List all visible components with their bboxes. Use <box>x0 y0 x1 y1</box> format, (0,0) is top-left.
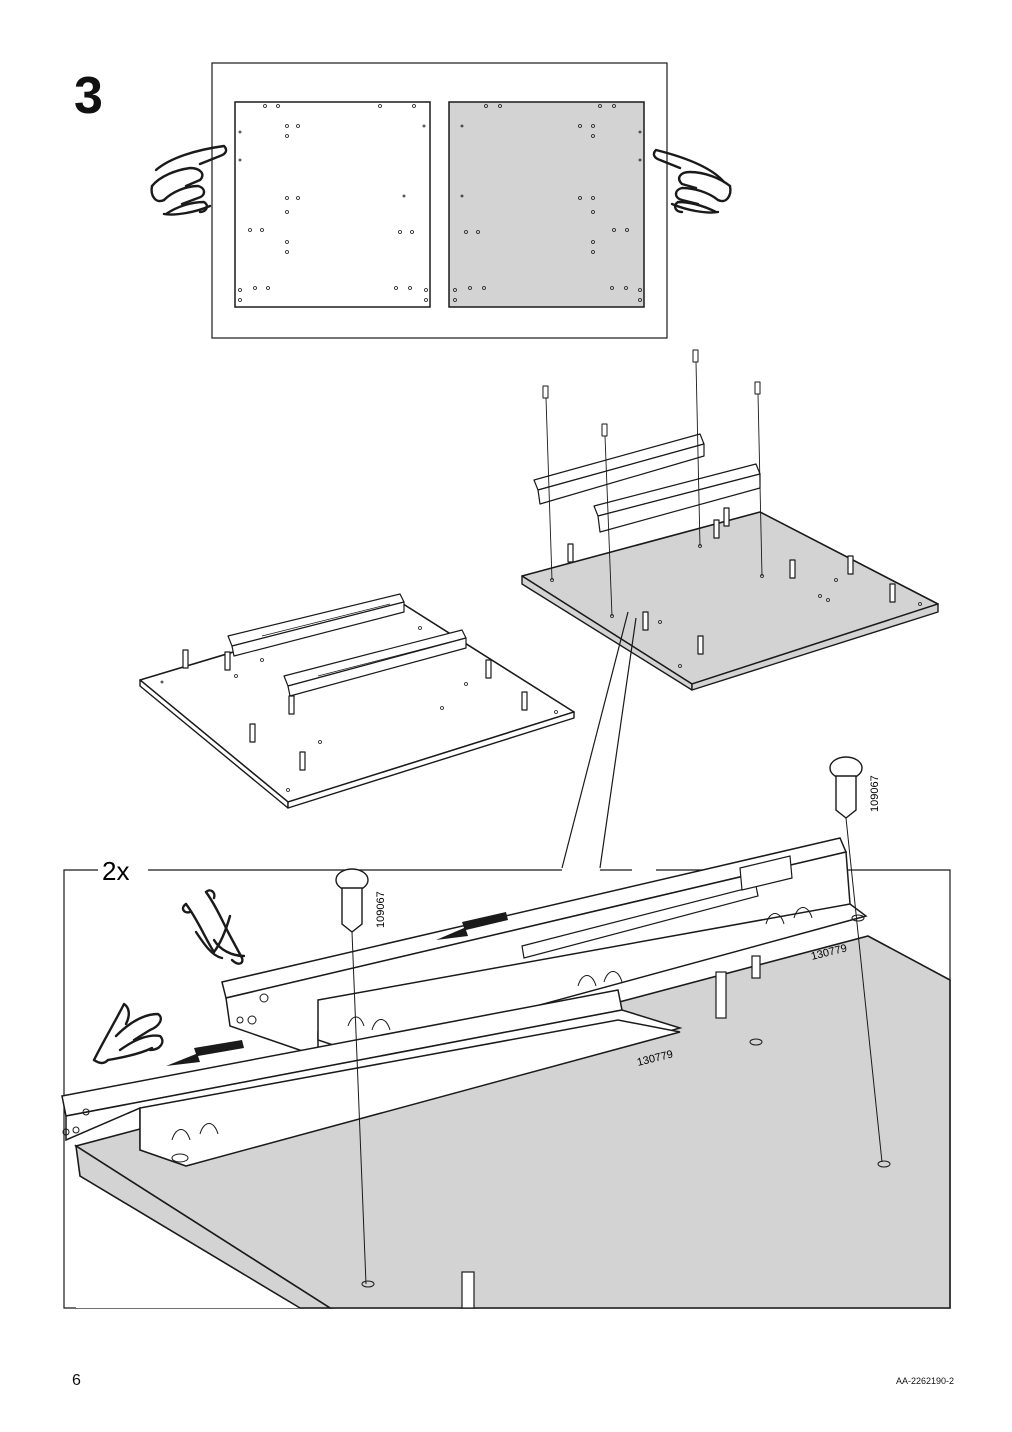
hand-pressing-icon <box>92 1002 164 1065</box>
page-number: 6 <box>72 1372 81 1389</box>
panel-white <box>234 101 431 308</box>
arrow-direction-icon <box>166 912 508 1066</box>
screw-part-number: 109067 <box>869 775 881 812</box>
grey-panel-assembly <box>521 349 939 869</box>
orientation-inset <box>150 62 732 339</box>
screw-icon <box>335 756 863 933</box>
hand-pointing-icon <box>181 889 246 965</box>
screw-part-number: 109067 <box>375 891 387 928</box>
step-number: 3 <box>74 67 103 125</box>
quantity-label: 2x <box>102 856 129 886</box>
panel-grey <box>448 101 645 308</box>
hand-pressing-icon <box>652 148 732 214</box>
document-code: AA-2262190-2 <box>896 1376 955 1386</box>
white-panel-assembly <box>139 593 575 809</box>
detail-frame: 2x <box>61 756 951 1309</box>
hand-pointing-icon <box>150 144 228 216</box>
